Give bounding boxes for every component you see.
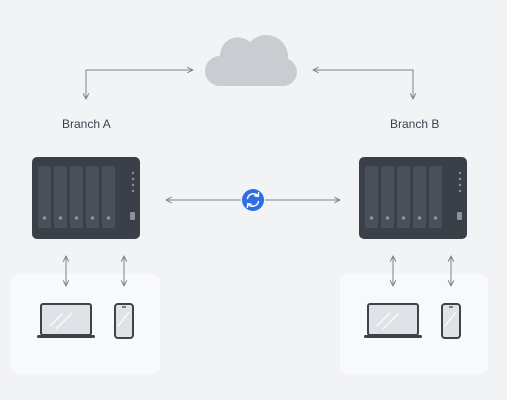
nas-server-icon [359, 157, 467, 239]
smartphone-icon [114, 303, 134, 339]
laptop-icon [37, 303, 95, 338]
smartphone-icon [441, 303, 461, 339]
laptop-icon [364, 303, 422, 338]
branch-b-label: Branch B [390, 117, 440, 131]
nas-server-icon [32, 157, 140, 239]
cloud-icon [205, 35, 297, 86]
cloud-branch-b-connector [313, 70, 413, 99]
branch-a-label: Branch A [62, 117, 111, 131]
cloud-branch-a-connector [86, 70, 193, 99]
sync-icon [242, 189, 264, 211]
